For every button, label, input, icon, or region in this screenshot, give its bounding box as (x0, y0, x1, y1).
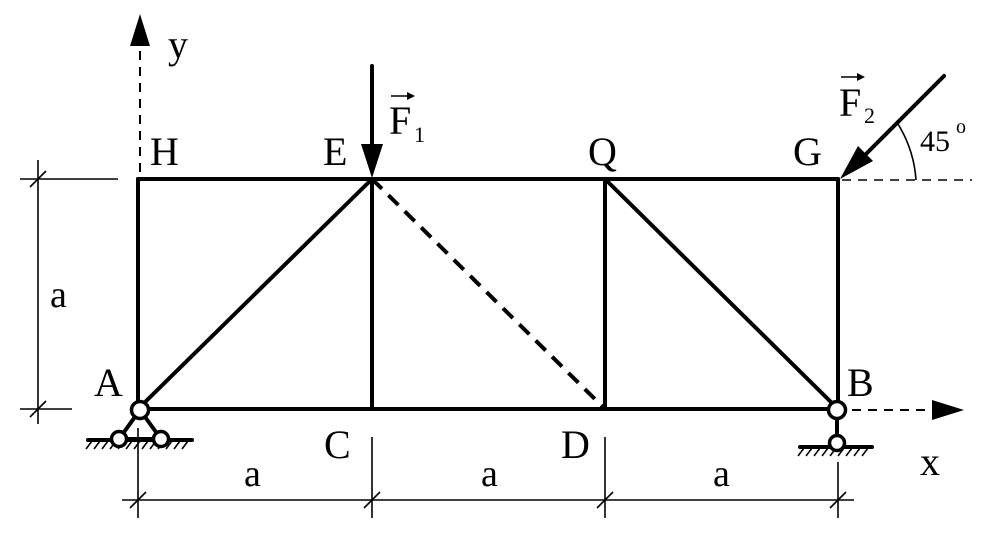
tick-mark-icon (129, 491, 147, 509)
f1-vector-mark-icon (391, 92, 415, 100)
tick-mark-icon (363, 491, 381, 509)
f1-symbol: F (389, 98, 411, 143)
f2-symbol: F (839, 80, 861, 125)
f2-angle-unit: o (956, 116, 966, 138)
node-label-q: Q (588, 129, 617, 174)
dimension-span-db-label: a (713, 453, 730, 495)
node-label-b: B (847, 360, 874, 405)
node-label-a: A (94, 360, 123, 405)
support-a-pin-right-icon (151, 429, 171, 449)
support-a-pin-left-icon (109, 429, 129, 449)
x-axis-arrowhead-icon (932, 400, 964, 420)
node-label-g: G (793, 129, 822, 174)
member-qb (603, 177, 840, 411)
support-b-pin-icon (827, 433, 847, 453)
hatch-a-icon (85, 440, 189, 450)
f2-vector-mark-icon (841, 73, 865, 81)
tick-mark-icon (829, 491, 847, 509)
joint-a-pin-icon (129, 399, 151, 421)
dimension-height (20, 160, 118, 424)
f1-subscript: 1 (414, 122, 425, 147)
y-axis-arrowhead-icon (130, 14, 150, 46)
dimension-height-label: a (50, 274, 67, 316)
force-f1 (361, 64, 383, 178)
tick-mark-icon (29, 170, 47, 188)
tick-mark-icon (29, 400, 47, 418)
x-axis (852, 400, 964, 420)
dimension-span-cd-label: a (481, 453, 498, 495)
x-axis-label: x (920, 439, 940, 484)
node-label-e: E (323, 129, 347, 174)
f2-angle-arc (897, 123, 917, 181)
dimension-span-ac-label: a (244, 453, 261, 495)
y-axis-label: y (168, 22, 188, 67)
node-label-h: H (150, 129, 179, 174)
f1-arrowhead-icon (361, 144, 383, 178)
f2-subscript: 2 (864, 103, 875, 128)
node-label-c: C (324, 422, 351, 467)
dimension-spans (122, 428, 854, 518)
support-a (85, 399, 194, 450)
f2-angle-value: 45 (920, 125, 950, 158)
tick-mark-icon (596, 491, 614, 509)
hatch-b-icon (797, 447, 869, 457)
y-axis (130, 14, 150, 172)
truss-members (136, 177, 840, 411)
member-ae (136, 177, 374, 411)
f2-arrowhead-icon (840, 146, 873, 179)
support-b (797, 399, 874, 457)
member-ed-dashed (370, 177, 607, 411)
node-label-d: D (561, 422, 590, 467)
force-f2 (840, 74, 946, 179)
joint-b-pin-icon (826, 399, 848, 421)
